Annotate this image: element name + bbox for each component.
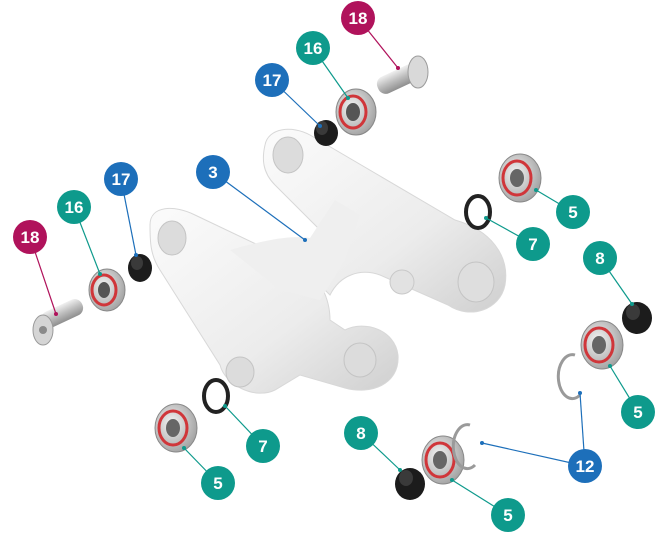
- callout-label: 5: [568, 203, 577, 222]
- callout-c12: 12: [568, 449, 602, 483]
- callout-label: 17: [112, 170, 131, 189]
- bearing-5-a: [498, 153, 542, 203]
- leader-dot-c17a: [318, 124, 322, 128]
- leader-dot-c17b: [134, 253, 138, 257]
- clip-12-b: [451, 423, 477, 471]
- spacer-7-a: [464, 194, 492, 230]
- leader-dot-c12: [480, 441, 484, 445]
- nut-17-left: [128, 254, 152, 282]
- callout-badge: [583, 241, 617, 275]
- callout-label: 16: [304, 39, 323, 58]
- callout-badge: [296, 31, 330, 65]
- callout-label: 7: [258, 437, 267, 456]
- callout-label: 18: [349, 9, 368, 28]
- callouts: 18 16 17 3 5 7 8 5 17 16 18 7 5 8 12 5: [13, 1, 655, 532]
- callout-label: 3: [208, 163, 217, 182]
- pin-top: [376, 55, 429, 94]
- callout-c5c: 5: [201, 466, 235, 500]
- callout-badge: [556, 195, 590, 229]
- leader-dot-c5c: [182, 446, 186, 450]
- callout-badge: [13, 220, 47, 254]
- leader-dot-c8b: [398, 468, 402, 472]
- bearing-5-c: [154, 403, 198, 453]
- pin-left: [32, 299, 84, 346]
- callout-c8a: 8: [583, 241, 617, 275]
- callout-label: 5: [503, 506, 512, 525]
- clip-12-a: [556, 353, 582, 401]
- callout-label: 12: [576, 457, 595, 476]
- callout-c16a: 16: [296, 31, 330, 65]
- callout-c18a: 18: [341, 1, 375, 35]
- callout-c16b: 16: [57, 190, 91, 224]
- callout-badge: [104, 162, 138, 196]
- leader-line-c12: [481, 442, 586, 467]
- callout-c5d: 5: [491, 498, 525, 532]
- callout-badge: [491, 498, 525, 532]
- leader-dot-c18a: [396, 66, 400, 70]
- callout-c17a: 17: [255, 63, 289, 97]
- leader-dot-c16b: [98, 272, 102, 276]
- callout-badge: [516, 227, 550, 261]
- leader-dot-c8a: [630, 302, 634, 306]
- callout-c18b: 18: [13, 220, 47, 254]
- callout-badge: [255, 63, 289, 97]
- leader-dot-c18b: [54, 312, 58, 316]
- callout-c5a: 5: [556, 195, 590, 229]
- leader-dot-c12: [578, 391, 582, 395]
- callout-c7b: 7: [246, 429, 280, 463]
- leader-dot-c7b: [223, 404, 227, 408]
- callout-c7a: 7: [516, 227, 550, 261]
- leader-dot-c3: [303, 238, 307, 242]
- bearing-5-b: [580, 320, 624, 370]
- callout-badge: [621, 395, 655, 429]
- spacer-7-b: [202, 378, 230, 414]
- leader-dot-c5a: [534, 188, 538, 192]
- callout-label: 7: [528, 235, 537, 254]
- callout-label: 8: [356, 424, 365, 443]
- callout-label: 8: [595, 249, 604, 268]
- link-body: [149, 128, 507, 394]
- callout-label: 16: [65, 198, 84, 217]
- callout-badge: [341, 1, 375, 35]
- callout-badge: [344, 416, 378, 450]
- callout-label: 17: [263, 71, 282, 90]
- leader-dot-c7a: [484, 216, 488, 220]
- callout-badge: [246, 429, 280, 463]
- leader-dot-c5b: [608, 364, 612, 368]
- bearing-16-top: [335, 88, 377, 136]
- leader-dot-c5d: [450, 478, 454, 482]
- callout-label: 5: [633, 403, 642, 422]
- callout-badge: [57, 190, 91, 224]
- nut-8-b: [395, 468, 425, 500]
- callout-c8b: 8: [344, 416, 378, 450]
- nut-8-a: [622, 302, 652, 334]
- bearing-16-left: [88, 268, 126, 312]
- callout-badge: [196, 155, 230, 189]
- callout-c17b: 17: [104, 162, 138, 196]
- leader-line-c3: [212, 171, 306, 241]
- callout-c5b: 5: [621, 395, 655, 429]
- callout-label: 5: [213, 474, 222, 493]
- leader-dot-c16a: [346, 96, 350, 100]
- callout-badge: [568, 449, 602, 483]
- callout-label: 18: [21, 228, 40, 247]
- callout-c3: 3: [196, 155, 230, 189]
- callout-badge: [201, 466, 235, 500]
